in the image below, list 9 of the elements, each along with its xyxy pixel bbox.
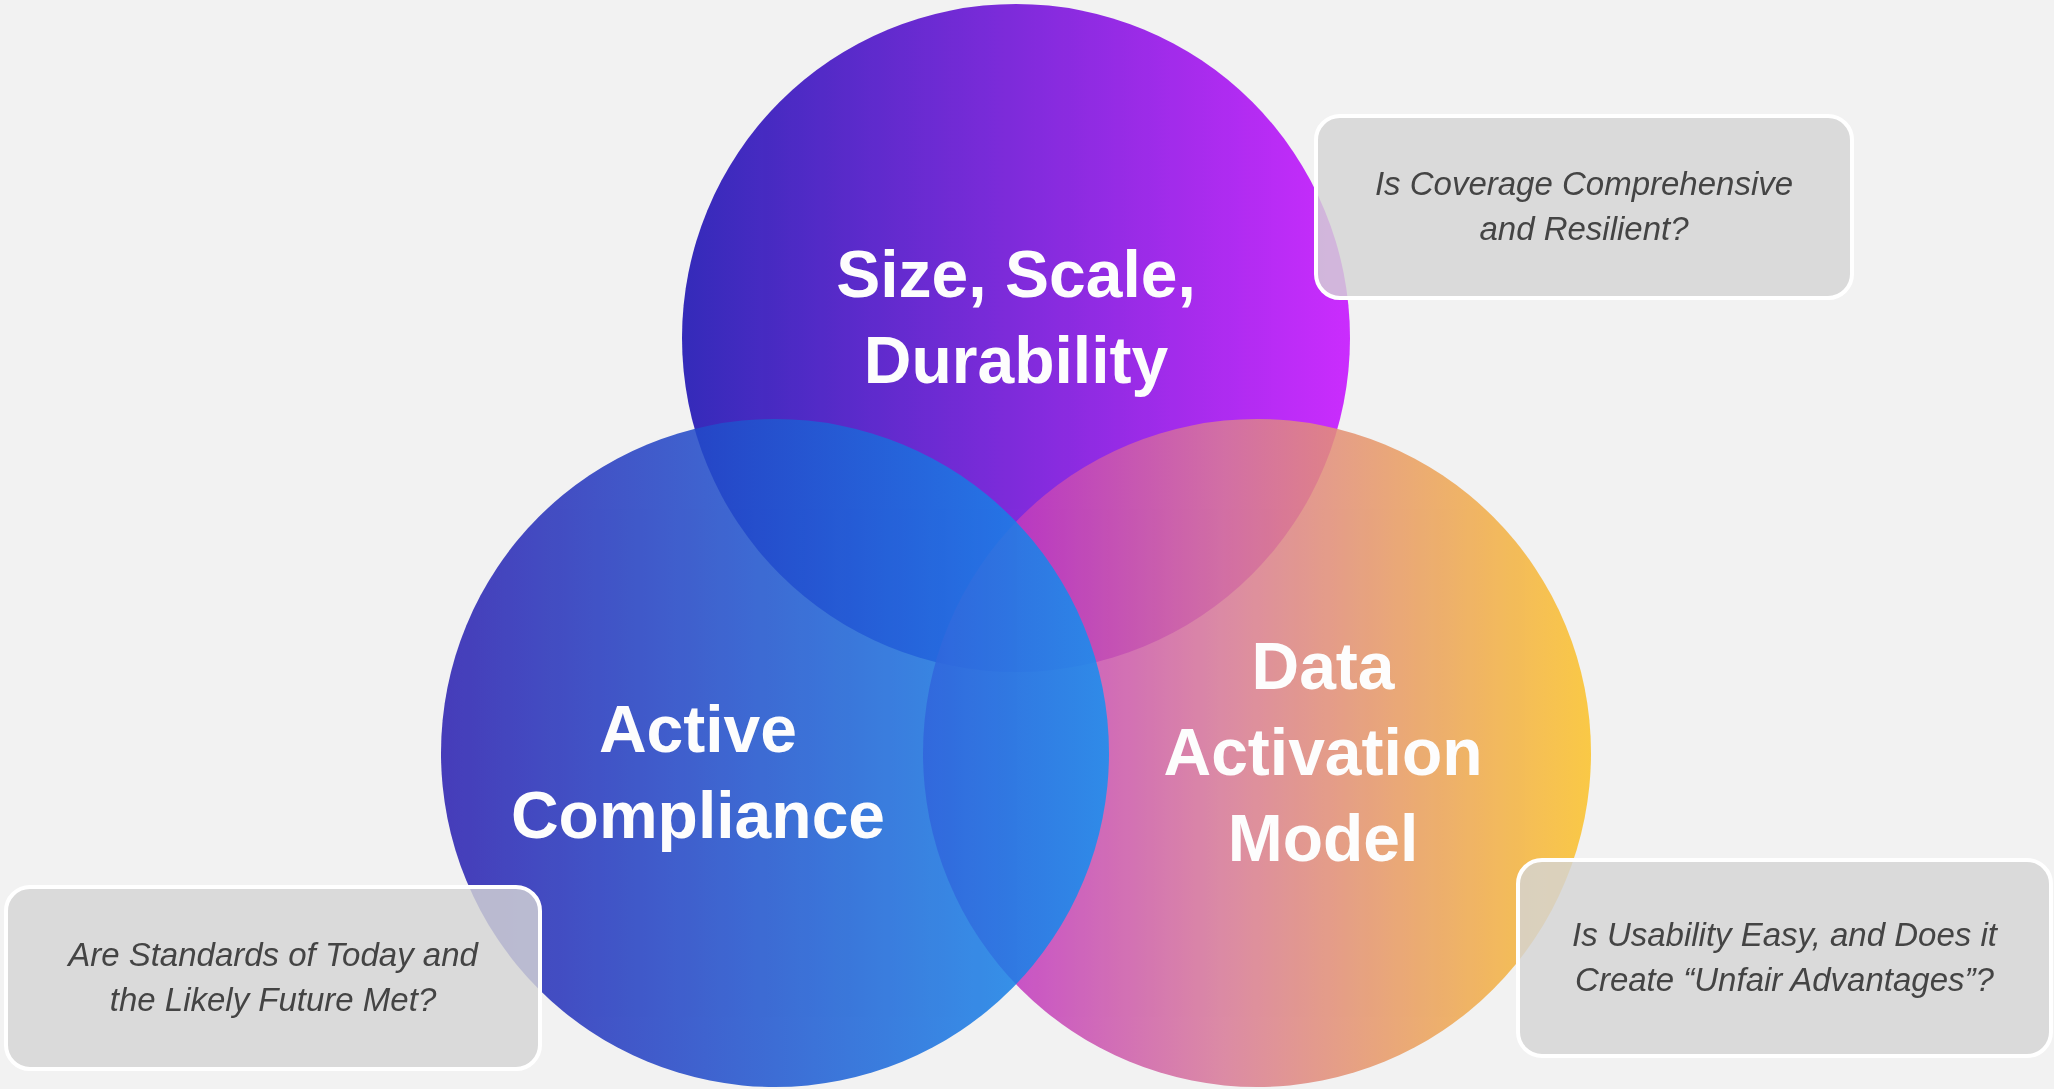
- question-text: Is Coverage Comprehensive and Resilient?: [1373, 164, 1795, 249]
- question-card: [1314, 114, 1854, 300]
- circle-label: Active Compliance: [509, 691, 887, 854]
- question-card: [4, 885, 542, 1071]
- question-card: [1516, 858, 2053, 1058]
- question-text: Is Usability Easy, and Does it Create “Unfair Advantages”?: [1571, 915, 1999, 1000]
- circle-label: Data Activation Model: [1162, 628, 1484, 877]
- circle-label: Size, Scale, Durability: [835, 236, 1197, 399]
- question-text: Are Standards of Today and the Likely Future Met?: [66, 935, 480, 1020]
